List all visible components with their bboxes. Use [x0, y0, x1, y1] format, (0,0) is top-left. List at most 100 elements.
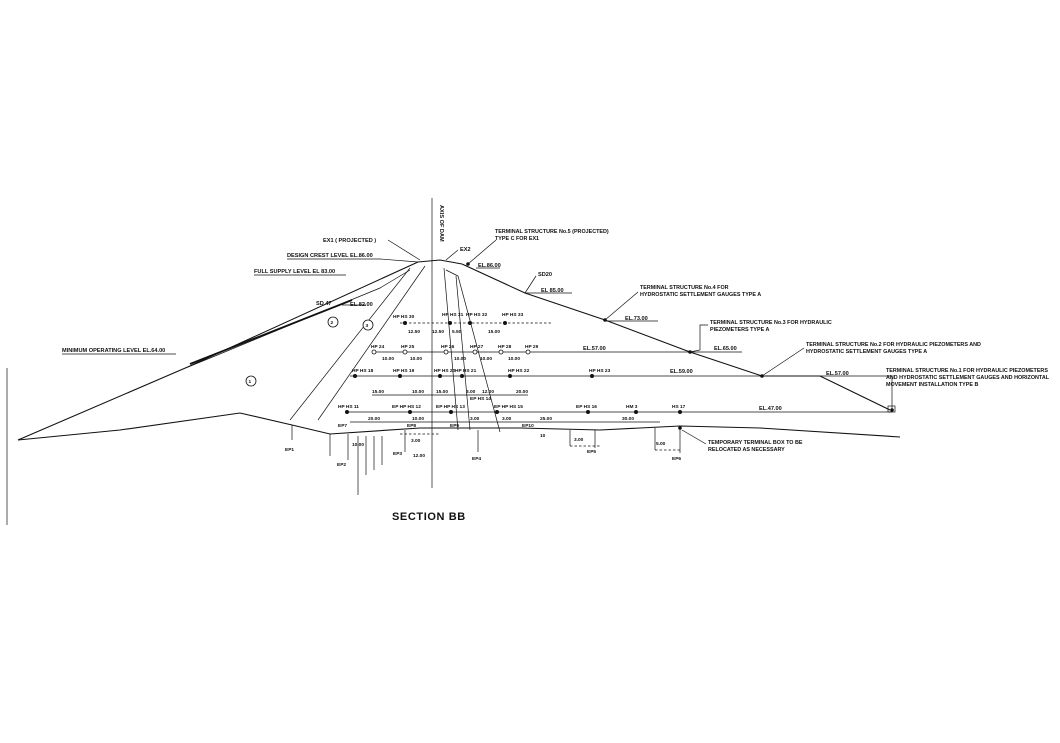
- row1-point-1: [403, 321, 407, 325]
- ts1-note: TERMINAL STRUCTURE No.1 FOR HYDRAULIC PI…: [886, 368, 1049, 388]
- foundation-line: [17, 412, 901, 441]
- row3-point-6: [590, 374, 594, 378]
- found-dim-2: 3.00: [411, 438, 421, 444]
- row4-label-6: HM 3: [626, 404, 638, 410]
- ep3-label: EP3: [393, 451, 402, 457]
- temp-box-note: TEMPORARY TERMINAL BOX TO BE RELOCATED A…: [708, 440, 803, 453]
- row2-dim-5: 10.00: [508, 356, 520, 362]
- ep9-label: EP9: [450, 423, 459, 429]
- found-dim-3: 12.00: [413, 453, 425, 459]
- row3-label-6: HP HS 23: [589, 368, 611, 374]
- temp-box-leader: [681, 429, 707, 445]
- row4-dim-2: 10.00: [412, 416, 424, 422]
- temp-box-label: TEMPORARY TERMINAL BOX TO BE RELOCATED A…: [708, 440, 803, 453]
- ex1-leader: [387, 239, 421, 261]
- ts1-label: TERMINAL STRUCTURE No.1 FOR HYDRAULIC PI…: [886, 368, 1049, 388]
- internal-zones: [187, 198, 501, 488]
- ep2-label: EP2: [337, 462, 346, 468]
- row4-dim-5: 25.00: [540, 416, 552, 422]
- operating-level-label: MINIMUM OPERATING LEVEL EL.64.00: [62, 348, 165, 354]
- row4-point-3: [449, 410, 453, 414]
- row3-label-4: HP HS 21: [455, 368, 477, 374]
- row4-point-7: [678, 410, 682, 414]
- el5700a-label: EL.57.00: [583, 346, 606, 352]
- design-crest-leader: [379, 258, 419, 263]
- row2-label-1: HP 24: [371, 344, 385, 350]
- zone-markers: 1 2 3: [245, 316, 374, 387]
- row3-point-1: [353, 374, 357, 378]
- row2-point-2: [402, 349, 408, 355]
- ep10-label: EP10: [522, 423, 534, 429]
- row4-point-6: [634, 410, 638, 414]
- ts4-note: TERMINAL STRUCTURE No.4 FOR HYDROSTATIC …: [640, 285, 762, 298]
- ex2-label: EX2: [460, 247, 471, 253]
- row2-point-5: [498, 349, 504, 355]
- zone-marker-3-label: 3: [366, 323, 369, 329]
- row2-label-5: HP 28: [498, 344, 512, 350]
- row4-label-7: HS 17: [672, 404, 686, 410]
- ts5-label: TERMINAL STRUCTURE No.5 (PROJECTED) TYPE…: [495, 229, 609, 242]
- row1-dim-2: 12.50: [432, 329, 444, 335]
- ts2-label: TERMINAL STRUCTURE No.2 FOR HYDRAULIC PI…: [806, 342, 981, 355]
- ep8-label: EP8: [407, 423, 416, 429]
- el8500-label: EL 85.00: [541, 288, 564, 294]
- ts1-point: [890, 408, 894, 412]
- zone-boundary-2: [317, 265, 426, 421]
- row4-point-5: [586, 410, 590, 414]
- row1-dim-4: 15.00: [488, 329, 500, 335]
- core-top: [445, 269, 459, 277]
- row4-dim-6: 30.00: [622, 416, 634, 422]
- ts4-point: [603, 318, 607, 322]
- row2-label-2: HP 25: [401, 344, 415, 350]
- row1-point-4: [503, 321, 507, 325]
- section-title: SECTION BB: [392, 511, 466, 523]
- sd20-leader: [524, 275, 537, 294]
- ts5-note: TERMINAL STRUCTURE No.5 (PROJECTED) TYPE…: [495, 229, 609, 242]
- row3-point-4: [460, 374, 464, 378]
- row3-point-5: [508, 374, 512, 378]
- sd20-label: SD20: [538, 272, 552, 278]
- row1-label-4: HP HS 33: [502, 312, 524, 318]
- row4-label-3: EP HP HS 13: [436, 404, 465, 410]
- row1-dim-1: 12.50: [408, 329, 420, 335]
- row1-label-3: HP HS 32: [466, 312, 488, 318]
- design-crest-label: DESIGN CREST LEVEL EL.86.00: [287, 253, 373, 259]
- el6500-label: EL.65.00: [714, 346, 737, 352]
- zone-boundary-1: [289, 267, 411, 421]
- ephs14-label: EP HS 14: [470, 396, 491, 402]
- found-dim-4: 10: [540, 433, 546, 439]
- ts3-leader: [689, 324, 708, 353]
- ex1-label: EX1 ( PROJECTED ): [323, 238, 376, 244]
- row3-label-2: HP HS 19: [393, 368, 415, 374]
- row4-dim-4: 3.00: [502, 416, 512, 422]
- temp-box-point: [678, 426, 682, 430]
- row1-label-2: HP HS 31: [442, 312, 464, 318]
- row3-label-1: HP HS 18: [352, 368, 374, 374]
- ex2-leader: [445, 249, 459, 261]
- found-dim-6: 5.00: [656, 441, 666, 447]
- row2-dim-4: 10.00: [480, 356, 492, 362]
- row1-point-2: [448, 321, 452, 325]
- row3-dim-2: 10.00: [412, 389, 424, 395]
- row3-dim-3: 15.00: [436, 389, 448, 395]
- ep5-label: EP5: [587, 449, 596, 455]
- axis-of-dam-label: AXIS OF DAM: [438, 205, 444, 242]
- row1-label-1: HP HS 30: [393, 314, 415, 320]
- zone-marker-1: [245, 375, 257, 387]
- row4-point-1: [345, 410, 349, 414]
- core-boundary-left: [443, 267, 459, 431]
- row4-dim-3: 3.00: [470, 416, 480, 422]
- ep7-label: EP7: [338, 423, 347, 429]
- el4700-label: EL.47.00: [759, 406, 782, 412]
- row3-point-2: [398, 374, 402, 378]
- row3-dim-6: 20.00: [516, 389, 528, 395]
- el8600-label: EL.86.00: [478, 263, 501, 269]
- row1-point-3: [468, 321, 472, 325]
- ts2-note: TERMINAL STRUCTURE No.2 FOR HYDRAULIC PI…: [806, 342, 981, 355]
- ts3-label: TERMINAL STRUCTURE No.3 FOR HYDRAULIC PI…: [710, 320, 832, 333]
- row3-label-5: HP HS 22: [508, 368, 530, 374]
- ts4-label: TERMINAL STRUCTURE No.4 FOR HYDROSTATIC …: [640, 285, 762, 298]
- row3-dim-4: 3.00: [466, 389, 476, 395]
- row3-point-3: [438, 374, 442, 378]
- row2-point-1: [371, 349, 377, 355]
